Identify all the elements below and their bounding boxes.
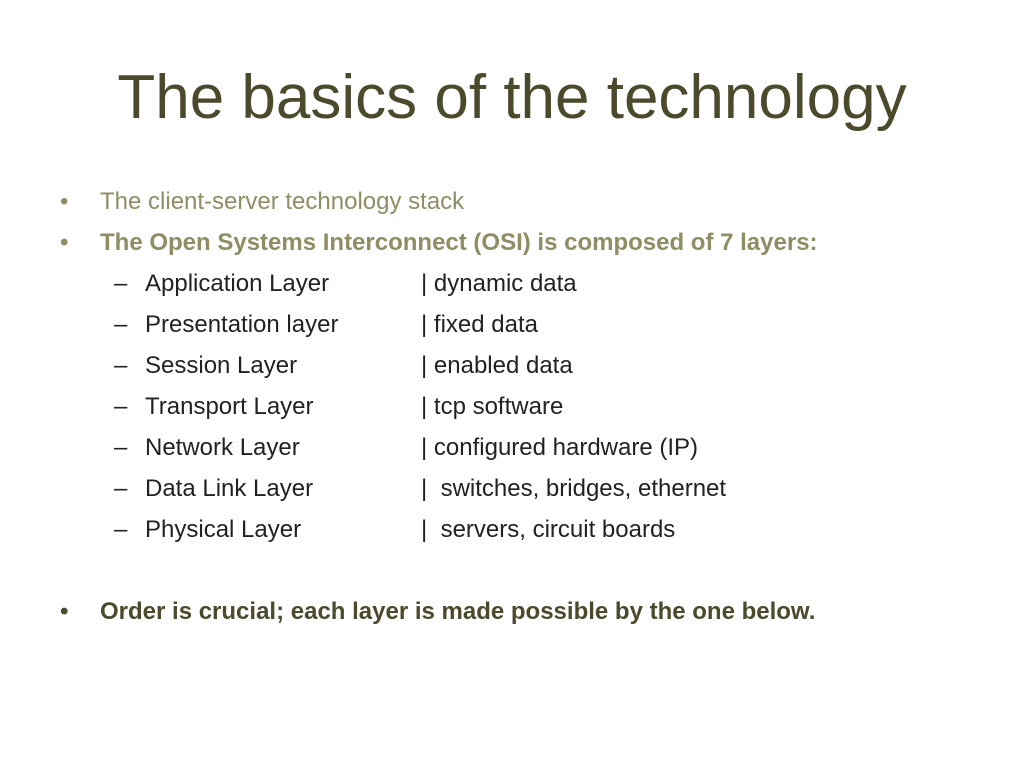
dash-icon: – [114,434,128,461]
layer-description: | enabled data [421,352,573,379]
layer-name: Application Layer [145,270,330,297]
dash-icon: – [114,311,128,338]
layer-description: | servers, circuit boards [421,516,676,543]
layer-description: | switches, bridges, ethernet [421,475,727,502]
dash-icon: – [114,475,128,502]
layer-description: | fixed data [421,311,538,338]
bullet-icon: • [60,188,69,215]
dash-icon: – [114,352,128,379]
slide-title: The basics of the technology [117,63,907,132]
layer-name: Session Layer [145,352,298,379]
dash-icon: – [114,270,128,297]
bullet-icon: • [60,598,69,625]
bullet-text: The client-server technology stack [100,188,465,215]
layer-description: | tcp software [421,393,564,420]
layer-name: Presentation layer [145,311,339,338]
dash-icon: – [114,516,128,543]
layer-name: Network Layer [145,434,300,461]
bullet-text: The Open Systems Interconnect (OSI) is c… [100,229,818,256]
dash-icon: – [114,393,128,420]
layer-name: Physical Layer [145,516,302,543]
bullet-text: Order is crucial; each layer is made pos… [100,598,816,625]
layer-description: | dynamic data [421,270,577,297]
bullet-icon: • [60,229,69,256]
layer-description: | configured hardware (IP) [421,434,699,461]
layer-name: Data Link Layer [145,475,314,502]
layer-name: Transport Layer [145,393,314,420]
